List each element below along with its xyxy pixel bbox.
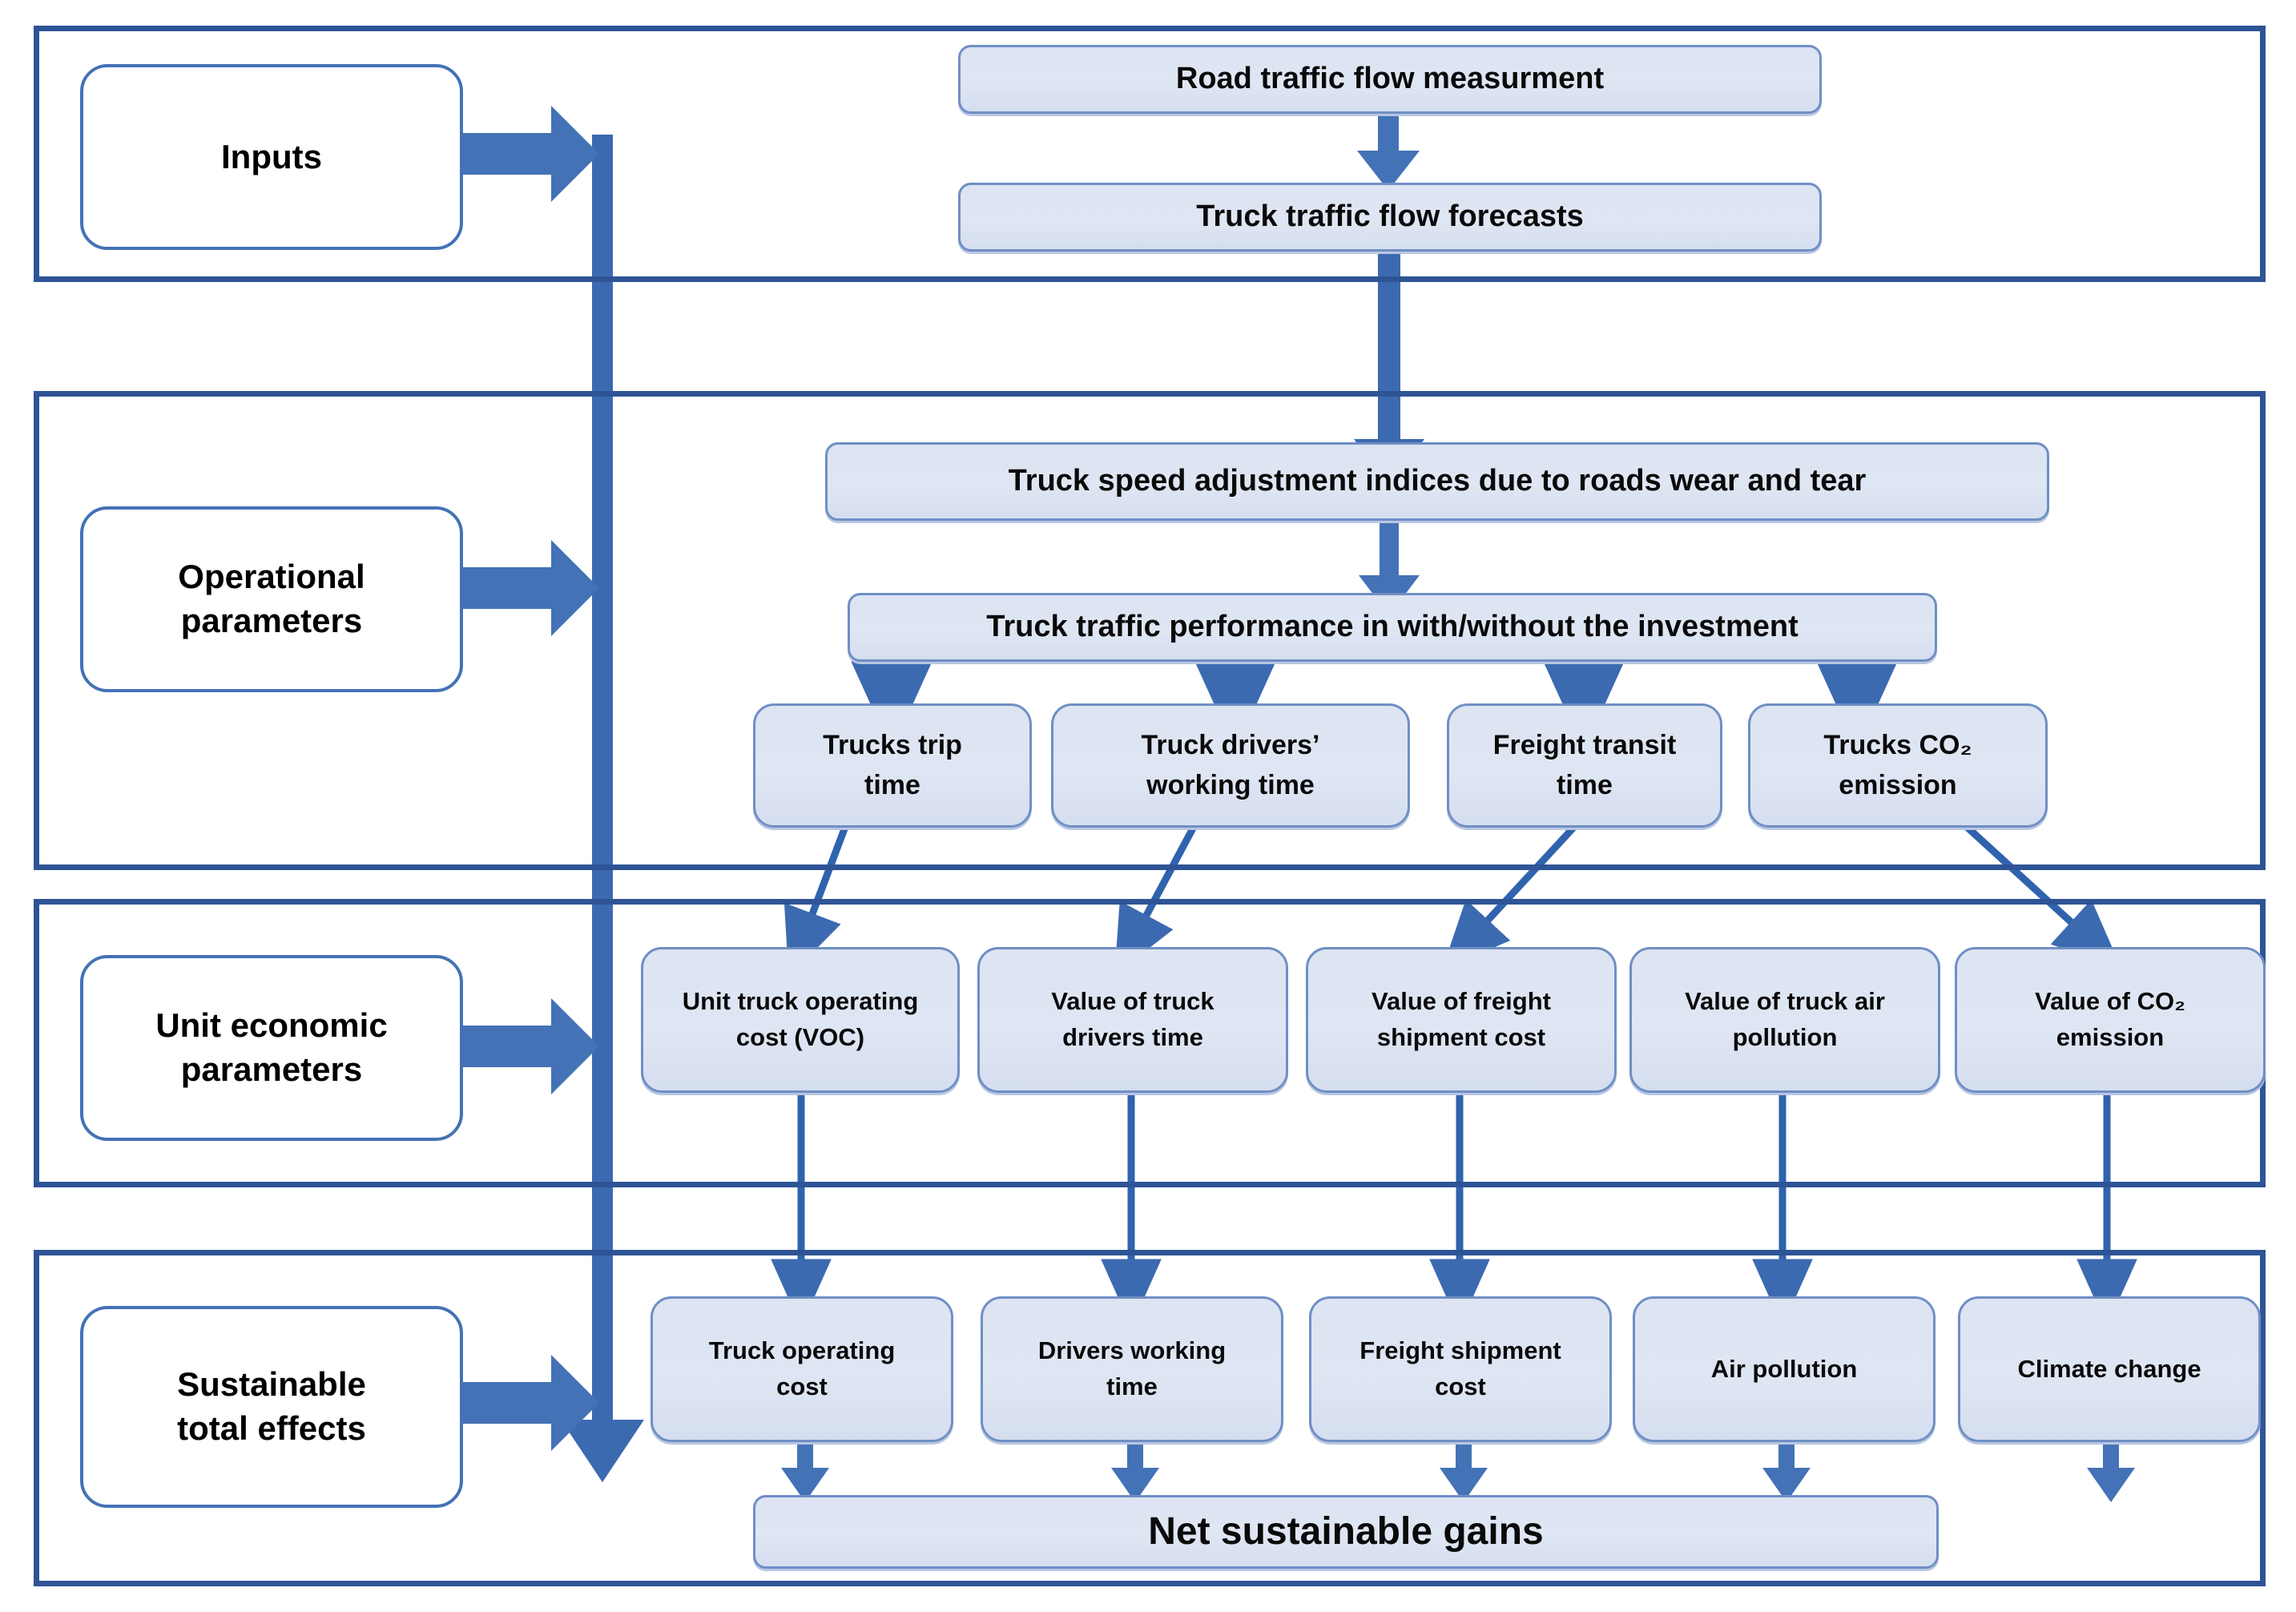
box-label-line1: Climate change — [2017, 1354, 2201, 1383]
box-label-line2: emission — [2056, 1023, 2165, 1051]
box-label-line2: time — [864, 769, 920, 800]
box-label-line1: Unit truck operating — [682, 987, 919, 1016]
category-label-sustainable-line1: Sustainable — [177, 1365, 366, 1404]
box-label-line2: cost — [1435, 1372, 1486, 1400]
box-label-line1: Drivers working — [1037, 1336, 1227, 1365]
box-label: Truck traffic performance in with/withou… — [986, 610, 1799, 644]
box-truck-traffic-flow-forecasts[interactable]: Truck traffic flow forecasts — [958, 183, 1822, 252]
box-road-traffic-flow-measurment[interactable]: Road traffic flow measurment — [958, 45, 1822, 114]
category-label-unit-economic-line2: parameters — [180, 1050, 363, 1088]
box-trucks-co2-emission[interactable]: Trucks CO₂ emission — [1748, 703, 2048, 828]
box-truck-operating-cost[interactable]: Truck operating cost — [651, 1296, 953, 1442]
box-drivers-working-time[interactable]: Drivers working time — [981, 1296, 1283, 1442]
category-label-operational-line2: parameters — [180, 602, 363, 639]
box-label: Net sustainable gains — [1148, 1510, 1544, 1554]
box-climate-change[interactable]: Climate change — [1958, 1296, 2261, 1442]
box-label-line1: Trucks trip — [823, 730, 962, 761]
box-net-sustainable-gains[interactable]: Net sustainable gains — [753, 1495, 1939, 1569]
category-pill-sustainable[interactable]: Sustainable total effects — [80, 1306, 463, 1508]
box-label-line2: cost — [776, 1372, 828, 1400]
section-frame-inputs — [34, 26, 2266, 282]
box-label-line2: drivers time — [1062, 1023, 1203, 1051]
box-value-of-truck-air-pollution[interactable]: Value of truck air pollution — [1629, 947, 1940, 1093]
box-label-line2: pollution — [1732, 1023, 1838, 1051]
box-label-line1: Air pollution — [1710, 1354, 1858, 1383]
section-frame-sustainable — [34, 1250, 2266, 1586]
box-truck-traffic-performance[interactable]: Truck traffic performance in with/withou… — [848, 593, 1937, 662]
box-air-pollution[interactable]: Air pollution — [1633, 1296, 1935, 1442]
box-label-line2: time — [1557, 769, 1613, 800]
box-label-line1: Value of truck air — [1685, 987, 1885, 1016]
box-truck-drivers-working-time[interactable]: Truck drivers’ working time — [1051, 703, 1410, 828]
category-label-operational-line1: Operational — [178, 558, 365, 596]
box-label-line2: time — [1106, 1372, 1158, 1400]
box-label-line1: Freight shipment — [1359, 1336, 1561, 1365]
box-trucks-trip-time[interactable]: Trucks trip time — [753, 703, 1032, 828]
box-label-line1: Value of CO₂ — [2035, 987, 2185, 1016]
box-label-line1: Trucks CO₂ — [1823, 730, 1972, 761]
box-label-line2: emission — [1839, 769, 1957, 800]
box-label-line1: Truck drivers’ — [1141, 730, 1320, 761]
box-label-line1: Freight transit — [1492, 730, 1677, 761]
box-label-line1: Value of truck — [1051, 987, 1214, 1016]
category-label-unit-economic-line1: Unit economic — [155, 1006, 388, 1045]
box-value-of-co2-emission[interactable]: Value of CO₂ emission — [1955, 947, 2266, 1093]
box-freight-shipment-cost[interactable]: Freight shipment cost — [1309, 1296, 1612, 1442]
box-value-of-freight-shipment-cost[interactable]: Value of freight shipment cost — [1306, 947, 1617, 1093]
category-pill-operational[interactable]: Operational parameters — [80, 506, 463, 692]
box-unit-truck-operating-cost[interactable]: Unit truck operating cost (VOC) — [641, 947, 960, 1093]
box-label-line2: shipment cost — [1376, 1023, 1546, 1051]
box-truck-speed-adjustment-indices[interactable]: Truck speed adjustment indices due to ro… — [825, 442, 2049, 521]
section-frame-operational — [34, 391, 2266, 870]
category-pill-unit-economic[interactable]: Unit economic parameters — [80, 955, 463, 1141]
category-label-sustainable-line2: total effects — [177, 1409, 366, 1447]
box-label-line1: Truck operating — [708, 1336, 896, 1365]
box-label-line2: cost (VOC) — [735, 1023, 865, 1051]
category-label-inputs: Inputs — [221, 137, 322, 175]
box-label: Road traffic flow measurment — [1175, 62, 1605, 96]
box-value-of-truck-drivers-time[interactable]: Value of truck drivers time — [977, 947, 1288, 1093]
category-pill-inputs[interactable]: Inputs — [80, 64, 463, 250]
box-label-line1: Value of freight — [1372, 987, 1551, 1016]
box-freight-transit-time[interactable]: Freight transit time — [1447, 703, 1722, 828]
box-label-line2: working time — [1146, 769, 1315, 800]
box-label: Truck speed adjustment indices due to ro… — [1008, 464, 1867, 498]
box-label: Truck traffic flow forecasts — [1196, 199, 1584, 234]
